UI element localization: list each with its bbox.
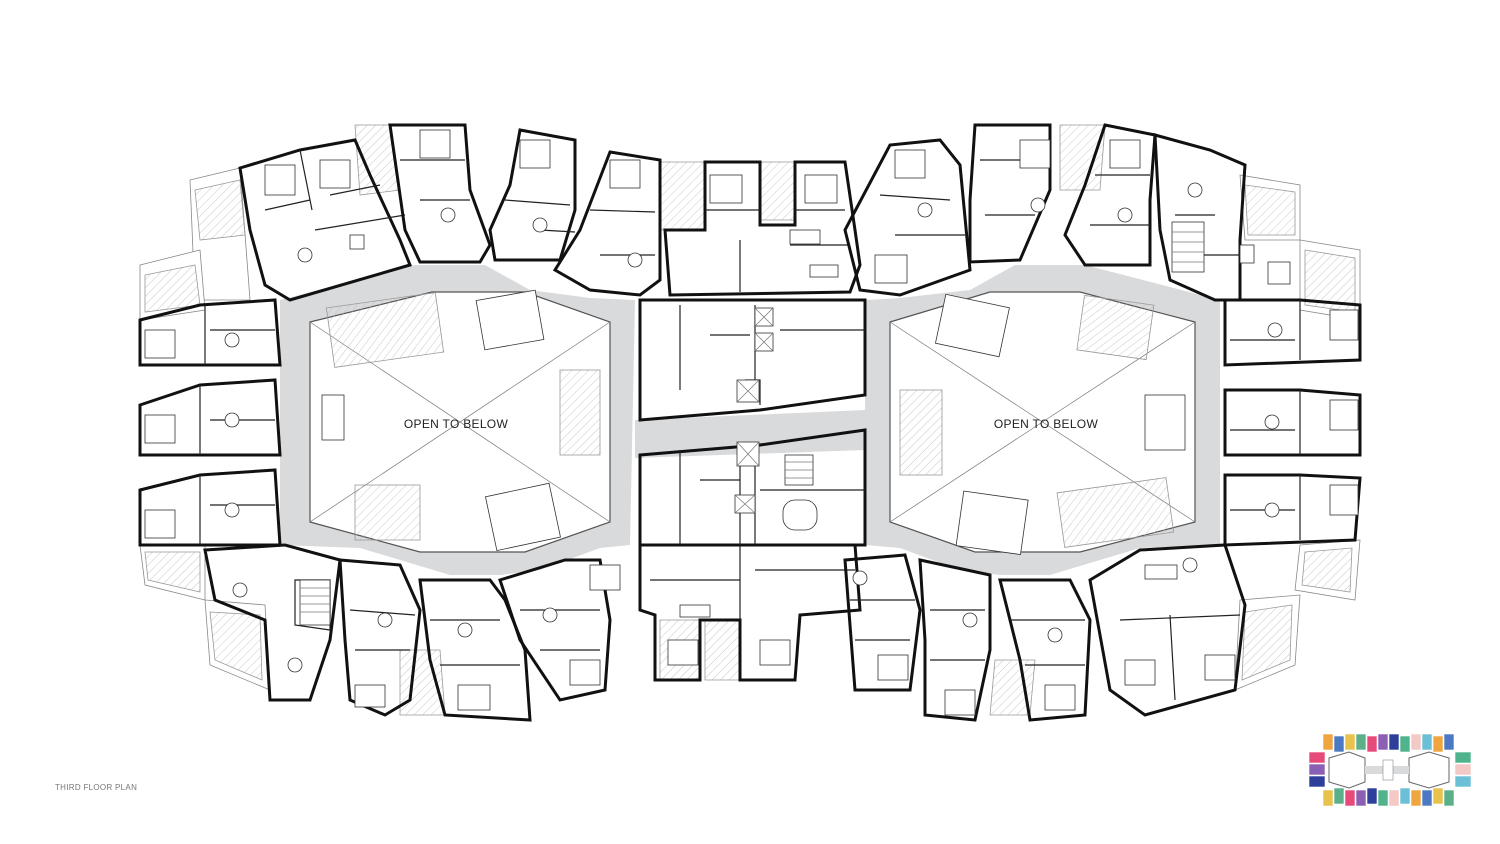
key-plan-unit-block bbox=[1308, 751, 1326, 764]
key-plan-unit-block bbox=[1399, 787, 1411, 805]
key-plan-unit-block bbox=[1355, 789, 1367, 807]
key-plan-unit-block bbox=[1322, 733, 1334, 751]
key-plan-unit-block bbox=[1388, 733, 1400, 751]
key-plan-unit-block bbox=[1344, 733, 1356, 751]
stairs bbox=[299, 221, 1205, 626]
key-plan-unit-block bbox=[1308, 763, 1326, 776]
key-plan-thumbnail bbox=[1308, 733, 1472, 807]
key-plan-unit-block bbox=[1366, 787, 1378, 805]
plan-title: THIRD FLOOR PLAN bbox=[55, 783, 138, 792]
key-plan-unit-block bbox=[1333, 787, 1345, 805]
key-plan-unit-block bbox=[1308, 775, 1326, 788]
key-plan-unit-block bbox=[1333, 735, 1345, 753]
key-plan-unit-block bbox=[1366, 735, 1378, 753]
key-plan-unit-block bbox=[1388, 789, 1400, 807]
key-plan-unit-block bbox=[1421, 733, 1433, 751]
furniture bbox=[144, 129, 1359, 716]
balcony-outline bbox=[139, 124, 1361, 716]
key-plan-unit-block bbox=[1355, 733, 1367, 751]
unit-walls bbox=[138, 123, 1362, 722]
key-plan-core bbox=[1328, 751, 1450, 789]
key-plan-unit-block bbox=[1377, 733, 1389, 751]
corridor bbox=[280, 265, 1220, 575]
key-plan-unit-block bbox=[1432, 735, 1444, 753]
key-plan-unit-block bbox=[1377, 789, 1389, 807]
key-plan-unit-block bbox=[1322, 789, 1334, 807]
void-label-right: OPEN TO BELOW bbox=[994, 417, 1099, 431]
atrium-void-right bbox=[889, 291, 1196, 556]
key-plan-unit-block bbox=[1410, 733, 1422, 751]
void-label-left: OPEN TO BELOW bbox=[404, 417, 509, 431]
key-plan-unit-block bbox=[1399, 735, 1411, 753]
atrium-void-left bbox=[309, 289, 611, 553]
key-plan-unit-block bbox=[1432, 787, 1444, 805]
key-plan-unit-block bbox=[1454, 775, 1472, 788]
key-plan-unit-block bbox=[1410, 789, 1422, 807]
key-plan-unit-block bbox=[1443, 789, 1455, 807]
key-plan-unit-block bbox=[1443, 733, 1455, 751]
key-plan-unit-block bbox=[1454, 763, 1472, 776]
key-plan-unit-block bbox=[1454, 751, 1472, 764]
key-plan-unit-block bbox=[1344, 789, 1356, 807]
key-plan-unit-block bbox=[1421, 789, 1433, 807]
